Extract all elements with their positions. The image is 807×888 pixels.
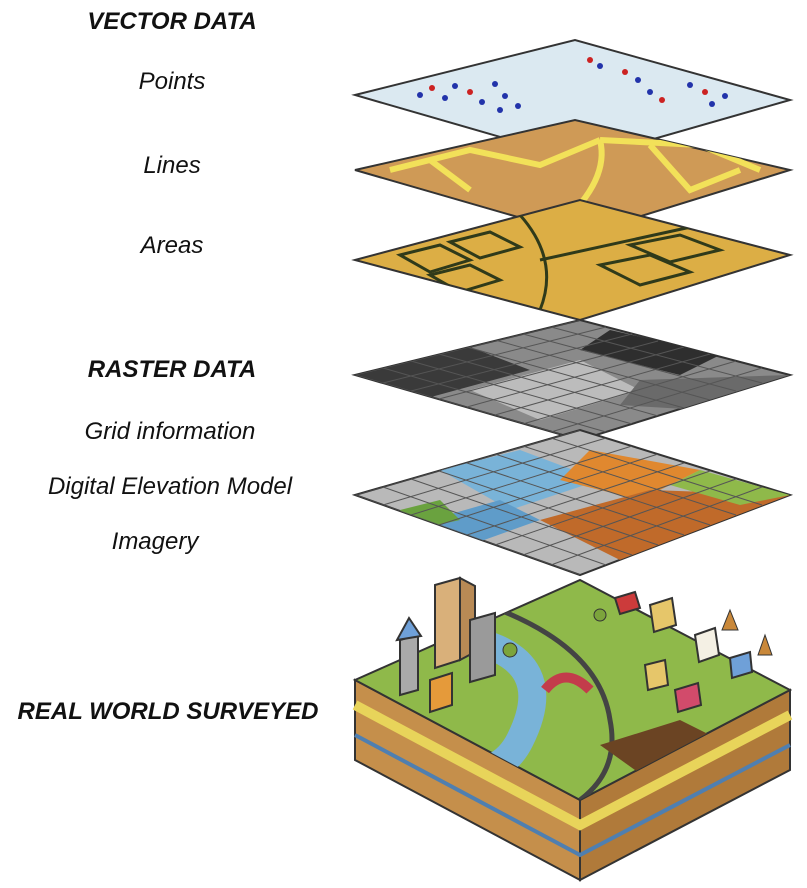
dem-label: Digital Elevation Model bbox=[47, 473, 293, 500]
real-world-block bbox=[352, 576, 793, 882]
point-markers bbox=[417, 57, 728, 113]
areas-layer bbox=[351, 198, 794, 322]
groundwater-stratum bbox=[354, 733, 791, 858]
lines-layer bbox=[354, 118, 794, 237]
trees bbox=[502, 608, 773, 658]
lines-label: Lines bbox=[143, 152, 201, 179]
real-world-surveyed-heading: REAL WORLD SURVEYED bbox=[17, 698, 319, 725]
raster-colour-layer bbox=[351, 428, 794, 577]
points-layer bbox=[351, 38, 794, 162]
points-label: Points bbox=[138, 68, 206, 95]
vector-data-heading: VECTOR DATA bbox=[87, 8, 257, 35]
grid-information-label: Grid information bbox=[84, 418, 256, 445]
road bbox=[499, 607, 615, 800]
raster-data-heading: RASTER DATA bbox=[87, 356, 257, 383]
imagery-label: Imagery bbox=[111, 528, 199, 555]
buildings bbox=[395, 576, 754, 714]
sand-stratum bbox=[352, 700, 793, 831]
areas-label: Areas bbox=[140, 232, 204, 259]
raster-grey-layer bbox=[351, 318, 794, 442]
bridge bbox=[541, 672, 594, 694]
